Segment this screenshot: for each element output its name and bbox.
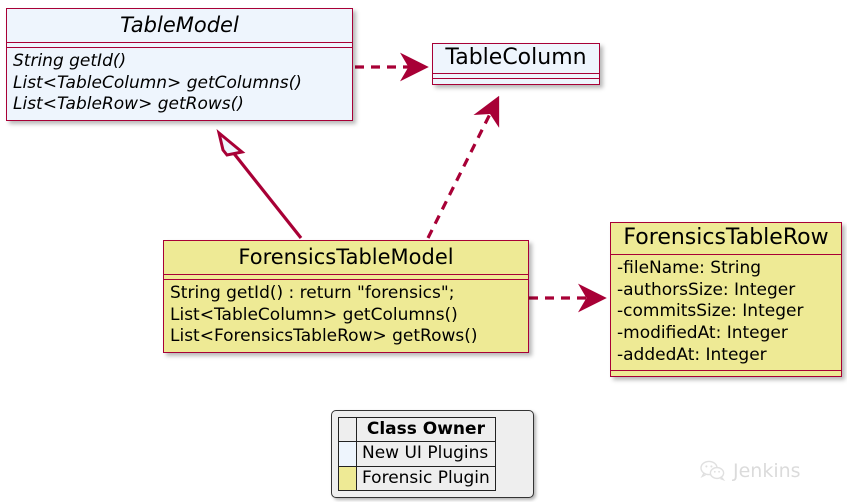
class-separator — [7, 42, 352, 49]
method-item: List<TableColumn> getColumns() — [170, 304, 458, 325]
attribute-item: -fileName: String — [617, 258, 762, 279]
method-item: String getId() : return "forensics"; — [170, 283, 455, 304]
method-item: List<TableRow> getRows() — [13, 94, 244, 115]
method-item: List<ForensicsTableRow> getRows() — [170, 326, 478, 347]
edge-forensicstablemodel-to-tablemodel — [216, 129, 303, 239]
class-box-table-column[interactable]: TableColumn — [432, 43, 600, 86]
class-attributes-table-column — [433, 79, 599, 84]
legend-header-label: Class Owner — [356, 416, 496, 443]
attribute-item: -modifiedAt: Integer — [617, 323, 788, 344]
method-item: String getId() — [13, 51, 127, 72]
edge-forensicstablemodel-to-tablecolumn — [426, 95, 500, 239]
attribute-item: -commitsSize: Integer — [617, 301, 804, 322]
class-name-table-model: TableModel — [120, 13, 239, 37]
wechat-logo-icon — [700, 460, 726, 482]
method-item: List<TableColumn> getColumns() — [13, 72, 302, 93]
class-methods-forensics-table-row — [611, 371, 841, 376]
legend-box: Class Owner New UI Plugins Forensic Plug… — [331, 410, 534, 499]
class-name-forensics-table-row: ForensicsTableRow — [623, 225, 829, 250]
class-attributes-forensics-table-row: -fileName: String -authorsSize: Integer … — [611, 255, 841, 370]
legend-row: Forensic Plugin — [338, 465, 496, 492]
class-box-table-model[interactable]: TableModel String getId() List<TableColu… — [6, 8, 353, 121]
class-name-forensics-table-model: ForensicsTableModel — [238, 245, 454, 269]
legend-label-new-ui-plugins: New UI Plugins — [356, 441, 496, 467]
attribute-item: -addedAt: Integer — [617, 344, 767, 365]
legend-swatch-forensic-plugin — [338, 465, 357, 492]
legend-table: Class Owner New UI Plugins Forensic Plug… — [338, 416, 496, 492]
class-separator — [611, 254, 841, 256]
legend-swatch-new-ui-plugins — [338, 441, 357, 467]
class-separator — [611, 370, 841, 372]
class-separator — [433, 73, 599, 80]
class-separator — [164, 274, 528, 281]
class-box-forensics-table-model[interactable]: ForensicsTableModel String getId() : ret… — [163, 240, 529, 353]
class-methods-forensics-table-model: String getId() : return "forensics"; Lis… — [164, 280, 528, 352]
legend-header-row: Class Owner — [338, 416, 496, 443]
class-methods-table-model: String getId() List<TableColumn> getColu… — [7, 48, 352, 120]
legend-label-forensic-plugin: Forensic Plugin — [356, 465, 496, 492]
watermark: Jenkins — [700, 460, 801, 482]
class-box-forensics-table-row[interactable]: ForensicsTableRow -fileName: String -aut… — [610, 222, 842, 378]
attribute-item: -authorsSize: Integer — [617, 279, 796, 300]
watermark-label: Jenkins — [733, 460, 801, 482]
legend-swatch-header — [338, 416, 357, 443]
class-name-table-column: TableColumn — [445, 45, 587, 70]
legend-row: New UI Plugins — [338, 441, 496, 467]
